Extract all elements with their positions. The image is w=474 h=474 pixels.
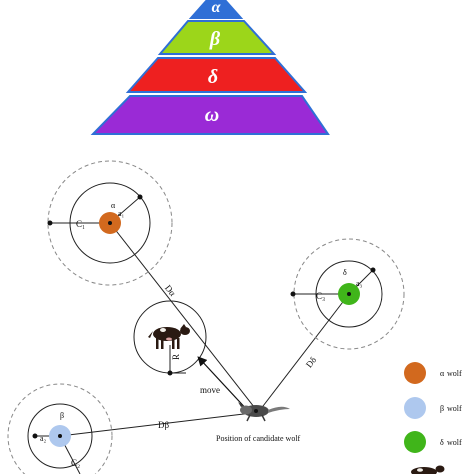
delta-c-label: C₃ <box>316 291 325 301</box>
delta-c-dot <box>290 291 296 297</box>
beta-c-label: C₂ <box>71 458 80 468</box>
alpha-a-label: a₁ <box>118 209 125 218</box>
legend-alpha-dot <box>404 362 426 384</box>
alpha-search-dashed-circle <box>47 160 173 286</box>
d-alpha-label: Dα <box>163 283 178 298</box>
delta-search-dashed-circle <box>293 238 405 350</box>
beta-a-dot <box>32 433 38 439</box>
pyramid-label-omega: ω <box>205 104 219 126</box>
legend-beta-dot <box>404 397 426 419</box>
delta-greek-label: δ <box>343 268 347 277</box>
beta-solid-circle <box>27 403 93 469</box>
alpha-a-dot <box>137 194 143 200</box>
d-beta-label: Dβ <box>158 420 169 430</box>
move-arrow <box>197 356 251 414</box>
legend-alpha-text: wolf <box>447 369 462 378</box>
legend-prey-icon <box>411 465 445 474</box>
legend-delta-symbol: δ <box>440 438 444 447</box>
legend-delta-dot <box>404 431 426 453</box>
alpha-c-label: C₁ <box>76 219 85 229</box>
candidate-wolf-icon <box>238 402 290 422</box>
d-delta-line <box>259 293 350 411</box>
prey-radius-dot <box>167 370 173 376</box>
delta-a-label: a₃ <box>356 279 363 288</box>
legend-beta-symbol: β <box>440 404 444 413</box>
pyramid-tier-beta <box>157 20 277 55</box>
beta-wolf-group: β a₂ C₂ <box>7 383 113 474</box>
alpha-c-dot <box>47 220 53 226</box>
delta-wolf-center <box>347 292 351 296</box>
d-beta-line <box>59 412 253 437</box>
alpha-wolf-group: α a₁ C₁ <box>47 160 173 286</box>
cow-icon <box>148 324 190 349</box>
delta-a-dot <box>370 267 376 273</box>
d-delta-label: Dδ <box>304 355 318 370</box>
alpha-greek-label: α <box>111 201 116 210</box>
pyramid-label-beta: β <box>209 28 221 50</box>
alpha-wolf-center <box>108 221 112 225</box>
legend-delta-text: wolf <box>447 438 462 447</box>
pyramid-tier-alpha <box>188 0 244 19</box>
pyramid-tier-omega <box>90 95 330 135</box>
pyramid-tier-delta <box>125 57 308 93</box>
pyramid-label-alpha: α <box>212 0 222 16</box>
d-alpha-line <box>109 222 259 413</box>
prey-group: R <box>133 300 207 376</box>
delta-wolf-group: δ a₃ C₃ <box>290 238 405 350</box>
legend-alpha-symbol: α <box>440 369 445 378</box>
beta-search-dashed-circle <box>7 383 113 474</box>
beta-greek-label: β <box>60 411 64 420</box>
prey-r-label: R <box>171 354 181 360</box>
move-label: move <box>200 385 220 395</box>
beta-wolf-center <box>58 434 62 438</box>
beta-a-label: a₂ <box>40 434 47 443</box>
hierarchy-pyramid: α β δ ω <box>90 0 330 135</box>
candidate-wolf-label: Position of candidate wolf <box>216 434 301 443</box>
pyramid-label-delta: δ <box>208 66 218 88</box>
legend: α wolf β wolf δ wolf <box>404 362 462 474</box>
legend-beta-text: wolf <box>447 404 462 413</box>
